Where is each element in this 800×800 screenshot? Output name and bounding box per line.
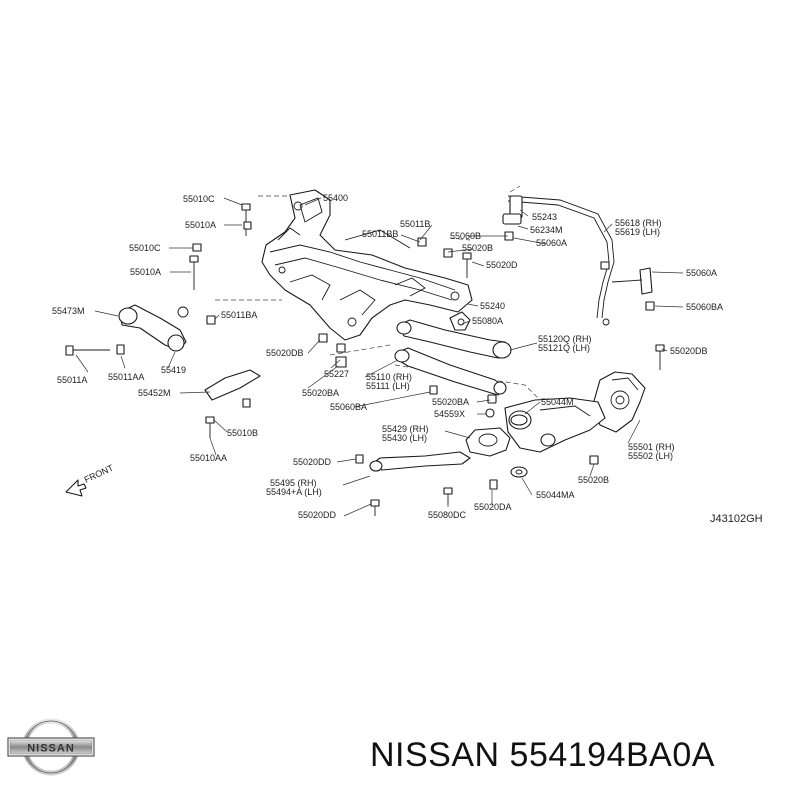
label-55020ba: 55020BA <box>302 388 339 398</box>
label-55501: 55501 (RH) <box>628 442 675 452</box>
label-55060a-right: 55060A <box>686 268 717 278</box>
label-55618: 55618 (RH) <box>615 218 662 228</box>
label-55060a-top: 55060A <box>536 238 567 248</box>
label-55400: 55400 <box>323 193 348 203</box>
link-55452m <box>204 369 261 401</box>
part-number-caption: NISSAN 554194BA0A <box>370 736 715 774</box>
label-55010c: 55010C <box>183 194 215 204</box>
bolts <box>65 203 665 516</box>
label-55502: 55502 (LH) <box>628 451 673 461</box>
part-labels: 55010C 55400 55010A 55011B 55243 55618 (… <box>52 193 723 520</box>
label-56234m: 56234M <box>530 225 563 235</box>
label-55120q: 55120Q (RH) <box>538 334 592 344</box>
label-55011bb: 55011BB <box>362 229 398 239</box>
label-55121q: 55121Q (LH) <box>538 343 590 353</box>
label-55060b: 55060B <box>450 231 481 241</box>
label-55495: 55495 (RH) <box>270 478 317 488</box>
arm-55473m <box>118 304 189 352</box>
label-55110: 55110 (RH) <box>366 372 412 382</box>
stabilizer-bar <box>502 195 653 326</box>
upper-link-55120 <box>396 319 512 359</box>
label-55227: 55227 <box>324 369 349 379</box>
label-55020d: 55020D <box>486 260 518 270</box>
label-55111: 55111 (LH) <box>366 381 410 391</box>
label-55494a: 55494+A (LH) <box>266 487 322 497</box>
label-55020da: 55020DA <box>474 502 512 512</box>
label-55419: 55419 <box>161 365 186 375</box>
label-55240: 55240 <box>480 301 505 311</box>
leader-lines <box>75 197 684 517</box>
front-label: FRONT <box>83 462 116 484</box>
label-55010aa: 55010AA <box>190 453 227 463</box>
label-55452m: 55452M <box>138 388 171 398</box>
label-55020db: 55020DB <box>266 348 304 358</box>
bushing-55240 <box>449 311 471 331</box>
label-55020dd-b: 55020DD <box>298 510 337 520</box>
nissan-logo-text: NISSAN <box>27 743 75 755</box>
label-55429: 55429 (RH) <box>382 424 429 434</box>
lower-link-55110 <box>394 347 507 396</box>
label-55243: 55243 <box>532 212 557 222</box>
lower-control-arm <box>504 397 606 453</box>
label-55473m: 55473M <box>52 306 85 316</box>
label-55080dc: 55080DC <box>428 510 467 520</box>
spring-seat-55429 <box>465 427 511 457</box>
washers <box>485 394 528 478</box>
front-direction-indicator: FRONT <box>65 462 116 497</box>
diagram-code: J43102GH <box>710 513 763 525</box>
label-55020b-top: 55020B <box>462 243 493 253</box>
label-55011aa: 55011AA <box>108 372 144 382</box>
label-55010a: 55010A <box>185 220 216 230</box>
label-55010c-b: 55010C <box>129 243 161 253</box>
label-55430: 55430 (LH) <box>382 433 427 443</box>
label-55011a: 55011A <box>57 375 87 385</box>
label-55044m: 55044M <box>541 397 574 407</box>
label-55044ma: 55044MA <box>536 490 575 500</box>
subframe-55400 <box>261 189 473 341</box>
label-55020ba-b: 55020BA <box>432 397 469 407</box>
label-55060ba: 55060BA <box>686 302 723 312</box>
label-55011ba: 55011BA <box>221 310 257 320</box>
knuckle-55501 <box>591 371 646 433</box>
nissan-logo: NISSAN <box>7 718 95 776</box>
label-55020b-bottom: 55020B <box>578 475 609 485</box>
label-55010a-b: 55010A <box>130 267 161 277</box>
label-55020dd: 55020DD <box>293 457 332 467</box>
label-55060ba-b: 55060BA <box>330 402 367 412</box>
label-55080a: 55080A <box>472 316 503 326</box>
label-54559x: 54559X <box>434 409 465 419</box>
toe-link-55495 <box>369 451 471 472</box>
label-55619: 55619 (LH) <box>615 227 660 237</box>
label-55011b: 55011B <box>400 219 430 229</box>
label-55020db-right: 55020DB <box>670 346 708 356</box>
label-55010b: 55010B <box>227 428 258 438</box>
